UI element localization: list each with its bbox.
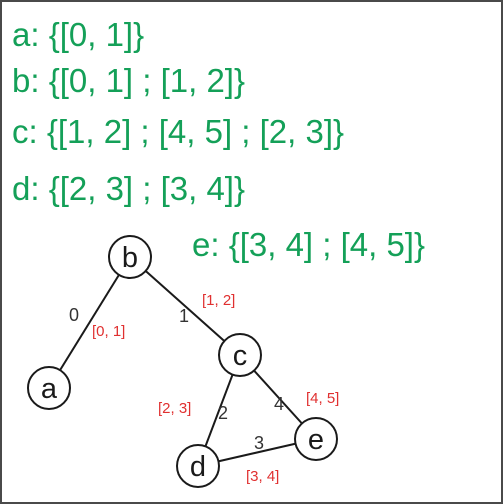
node-circle [27,366,71,410]
node-e: e [294,417,338,461]
node-label: d [190,451,206,483]
node-layer: a b c d e [27,235,338,488]
assignment-a: a: {[0, 1]} [12,16,145,53]
edge-index-label: 3 [254,433,264,453]
edge-index-label: 1 [179,306,189,326]
edge-layer [48,256,317,467]
assignment-c: c: {[1, 2] ; [4, 5] ; [2, 3]} [12,113,345,150]
edge-b-c [129,256,241,356]
node-circle [176,444,220,488]
edge-interval-label: [2, 3] [158,400,191,417]
edge-b-a [48,256,131,389]
edge-index-label: 0 [69,305,79,325]
node-c: c [218,333,262,377]
node-label: b [122,242,138,274]
node-a: a [27,366,71,410]
node-label: c [233,340,248,372]
node-label: e [308,424,324,456]
edge-label-layer: 0 [0, 1] 1 [1, 2] 2 [2, 3] 3 [3, 4] 4 [4, 5] [69,292,339,485]
assignment-e: e: {[3, 4] ; [4, 5]} [192,226,425,263]
edge-interval-label: [3, 4] [246,468,279,485]
assignment-d: d: {[2, 3] ; [3, 4]} [12,170,245,207]
edge-interval-label: [0, 1] [92,323,125,340]
node-label: a [41,373,58,405]
assignment-b: b: {[0, 1] ; [1, 2]} [12,62,245,99]
node-circle [108,235,152,279]
edge-index-label: 2 [218,403,228,423]
edge-interval-label: [4, 5] [306,390,339,407]
node-d: d [176,444,220,488]
node-b: b [108,235,152,279]
node-circle [294,417,338,461]
edge-interval-label: [1, 2] [202,292,235,309]
node-circle [218,333,262,377]
edge-index-label: 4 [274,394,284,414]
